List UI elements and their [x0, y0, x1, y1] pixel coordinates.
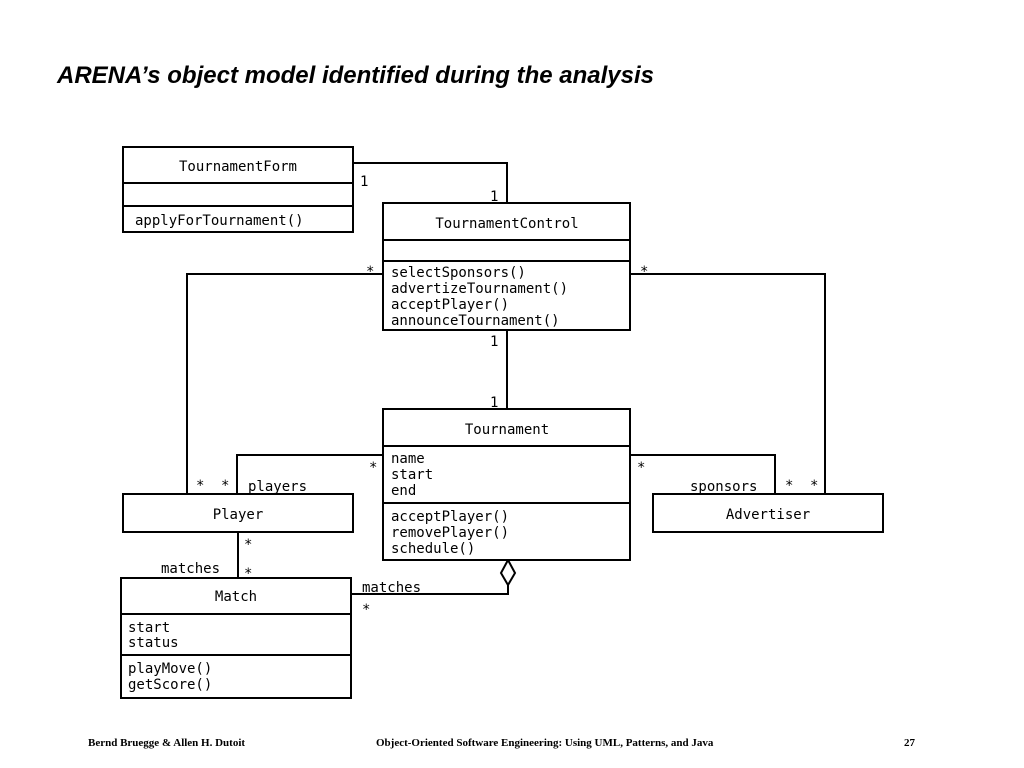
assoc-control-advertiser: [630, 273, 826, 494]
class-name: Player: [213, 507, 264, 523]
multiplicity: *: [244, 566, 252, 582]
multiplicity: *: [221, 478, 229, 494]
slide-title: ARENA’s object model identified during t…: [57, 62, 654, 89]
class-player: Player: [122, 493, 354, 533]
class-name: TournamentControl: [435, 216, 578, 232]
multiplicity: *: [810, 478, 818, 494]
operation: advertizeTournament(): [391, 281, 568, 297]
multiplicity: *: [366, 264, 374, 280]
attribute: status: [128, 635, 179, 651]
attribute: start: [128, 620, 170, 636]
operation: getScore(): [128, 677, 212, 693]
attribute: start: [391, 467, 433, 483]
role-name: matches: [161, 561, 220, 577]
multiplicity: *: [640, 264, 648, 280]
role-name: players: [248, 479, 307, 495]
multiplicity: *: [196, 478, 204, 494]
multiplicity: *: [369, 460, 377, 476]
operation: schedule(): [391, 541, 475, 557]
operation: acceptPlayer(): [391, 509, 509, 525]
multiplicity: 1: [490, 189, 498, 205]
class-name: Tournament: [465, 422, 549, 438]
operation: announceTournament(): [391, 313, 560, 329]
class-name: Advertiser: [726, 507, 810, 523]
operation: acceptPlayer(): [391, 297, 509, 313]
attribute: end: [391, 483, 416, 499]
role-name: matches: [362, 580, 421, 596]
assoc-form-control: [353, 162, 508, 203]
multiplicity: 1: [490, 395, 498, 411]
class-advertiser: Advertiser: [652, 493, 884, 533]
operation: playMove(): [128, 661, 212, 677]
attribute: name: [391, 451, 425, 467]
assoc-tournament-player: [236, 454, 383, 494]
aggregation-diamond-icon: [499, 557, 517, 587]
multiplicity: 1: [490, 334, 498, 350]
assoc-control-player: [186, 273, 383, 494]
role-name: sponsors: [690, 479, 757, 495]
class-match: Match start status playMove() getScore(): [120, 577, 352, 699]
operation: selectSponsors(): [391, 265, 526, 281]
assoc-tournament-match: [351, 585, 509, 595]
operation: removePlayer(): [391, 525, 509, 541]
footer-book-title: Object-Oriented Software Engineering: Us…: [376, 737, 714, 749]
multiplicity: *: [362, 602, 370, 618]
class-name: TournamentForm: [179, 159, 297, 175]
class-tournament: Tournament name start end acceptPlayer()…: [382, 408, 631, 561]
association-labels: 1 1 * * * * 1 1 * * players * * sponsors…: [161, 174, 818, 618]
class-tournament-form: TournamentForm applyForTournament(): [122, 146, 354, 233]
association-lines: [186, 162, 826, 595]
multiplicity: *: [244, 537, 252, 553]
class-tournament-control: TournamentControl selectSponsors() adver…: [382, 202, 631, 331]
multiplicity: *: [637, 460, 645, 476]
multiplicity: 1: [360, 174, 368, 190]
multiplicity: *: [785, 478, 793, 494]
assoc-tournament-advertiser: [630, 454, 776, 494]
footer-authors: Bernd Bruegge & Allen H. Dutoit: [88, 737, 246, 749]
operation: applyForTournament(): [135, 213, 304, 229]
footer-page-number: 27: [904, 737, 915, 749]
class-name: Match: [215, 589, 257, 605]
